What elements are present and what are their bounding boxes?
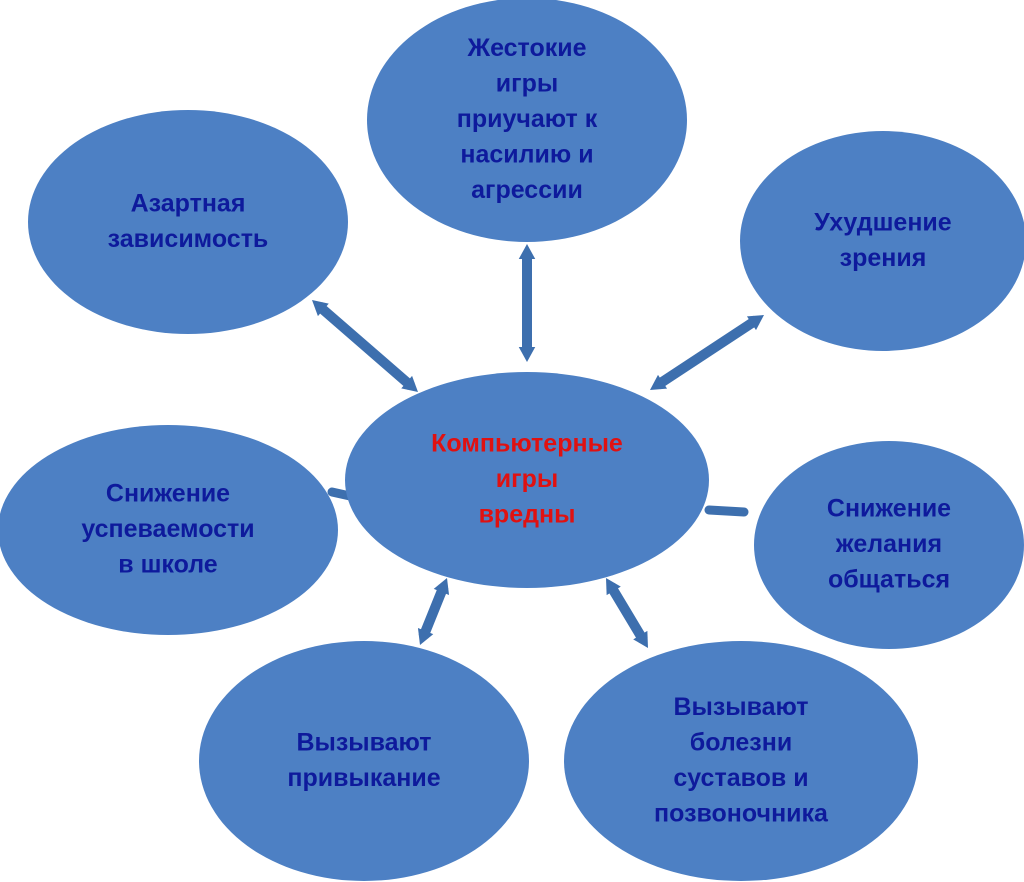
label-line: агрессии — [471, 176, 583, 204]
label-line: суставов и — [673, 763, 808, 791]
label-line: приучают к — [457, 105, 598, 133]
arrow-head — [417, 628, 434, 645]
label-line: игры — [496, 69, 558, 97]
arrow-head — [518, 244, 536, 259]
arrow-head — [633, 630, 648, 648]
satellite-node-label: Снижение успеваемости в школе — [81, 479, 254, 578]
label-line: Снижение — [827, 494, 951, 522]
label-line: Азартная — [131, 189, 246, 217]
connector-line — [315, 302, 415, 390]
label-line: привыкание — [287, 763, 440, 791]
label-line: Вызывают — [673, 692, 808, 720]
label-line: болезни — [690, 728, 792, 756]
connector-line — [418, 584, 449, 639]
ellipse-shape — [345, 372, 709, 588]
arrow-head — [312, 300, 329, 317]
connector-center-to-gambling-addiction — [312, 300, 418, 392]
satellite-node-label: Вызывают болезни суставов и позвоночника — [654, 692, 829, 827]
satellite-node-habit-forming[interactable]: Вызывают привыкание — [199, 641, 529, 881]
ellipse-shape — [564, 641, 918, 881]
arrow-head — [606, 578, 621, 596]
satellite-node-school-performance[interactable]: Снижение успеваемости в школе — [0, 425, 338, 635]
satellite-node-joint-spine-disease[interactable]: Вызывают болезни суставов и позвоночника — [564, 641, 918, 881]
satellite-node-violent-games[interactable]: Жестокие игры приучают к насилию и агрессии — [367, 0, 687, 242]
connector-center-to-vision-decline — [650, 315, 764, 390]
label-line: общаться — [828, 565, 950, 593]
label-line: позвоночника — [654, 799, 829, 827]
ellipse-shape — [0, 425, 338, 635]
label-line: Жестокие — [466, 34, 586, 62]
label-line: успеваемости — [81, 515, 254, 543]
satellite-node-gambling-addiction[interactable]: Азартная зависимость — [28, 110, 348, 334]
label-line: желания — [835, 530, 942, 558]
connectors-layer — [312, 244, 764, 648]
label-line: Снижение — [106, 479, 230, 507]
label-line: в школе — [118, 550, 218, 578]
satellite-node-label: Вызывают привыкание — [287, 728, 440, 792]
arrow-head — [518, 347, 536, 362]
arrow-head — [746, 315, 764, 331]
arrow-head — [401, 375, 418, 392]
label-line: Компьютерные — [431, 429, 623, 457]
satellite-node-social-withdrawal[interactable]: Снижение желания общаться — [754, 441, 1024, 649]
satellite-node-label: Азартная зависимость — [108, 189, 269, 253]
arrow-head — [650, 374, 668, 390]
ellipse-shape — [754, 441, 1024, 649]
label-line: зрения — [840, 243, 927, 271]
satellite-node-vision-decline[interactable]: Ухудшение зрения — [740, 131, 1024, 351]
satellite-node-label: Ухудшение зрения — [814, 208, 951, 272]
connector-line — [654, 315, 760, 390]
connector-center-to-habit-forming — [417, 578, 450, 645]
ellipse-shape — [367, 0, 687, 242]
arrow-head — [433, 578, 450, 595]
ellipse-shape — [199, 641, 529, 881]
connector-line — [704, 505, 749, 517]
center-node-center[interactable]: Компьютерные игры вредны — [345, 372, 709, 588]
connector-center-to-social-withdrawal — [704, 505, 749, 517]
label-line: Вызывают — [296, 728, 431, 756]
satellite-node-label: Снижение желания общаться — [827, 494, 951, 593]
ellipse-shape — [740, 131, 1024, 351]
ellipse-shape — [28, 110, 348, 334]
connector-center-to-violent-games — [518, 244, 536, 362]
label-line: зависимость — [108, 224, 269, 252]
center-node-label: Компьютерные игры вредны — [431, 429, 623, 528]
label-line: игры — [496, 465, 558, 493]
label-line: Ухудшение — [814, 208, 951, 236]
connector-center-to-joint-spine-disease — [606, 578, 648, 648]
satellite-node-label: Жестокие игры приучают к насилию и агрессии — [457, 34, 598, 204]
label-line: насилию и — [460, 140, 593, 168]
label-line: вредны — [479, 500, 576, 528]
connector-line — [606, 583, 648, 643]
